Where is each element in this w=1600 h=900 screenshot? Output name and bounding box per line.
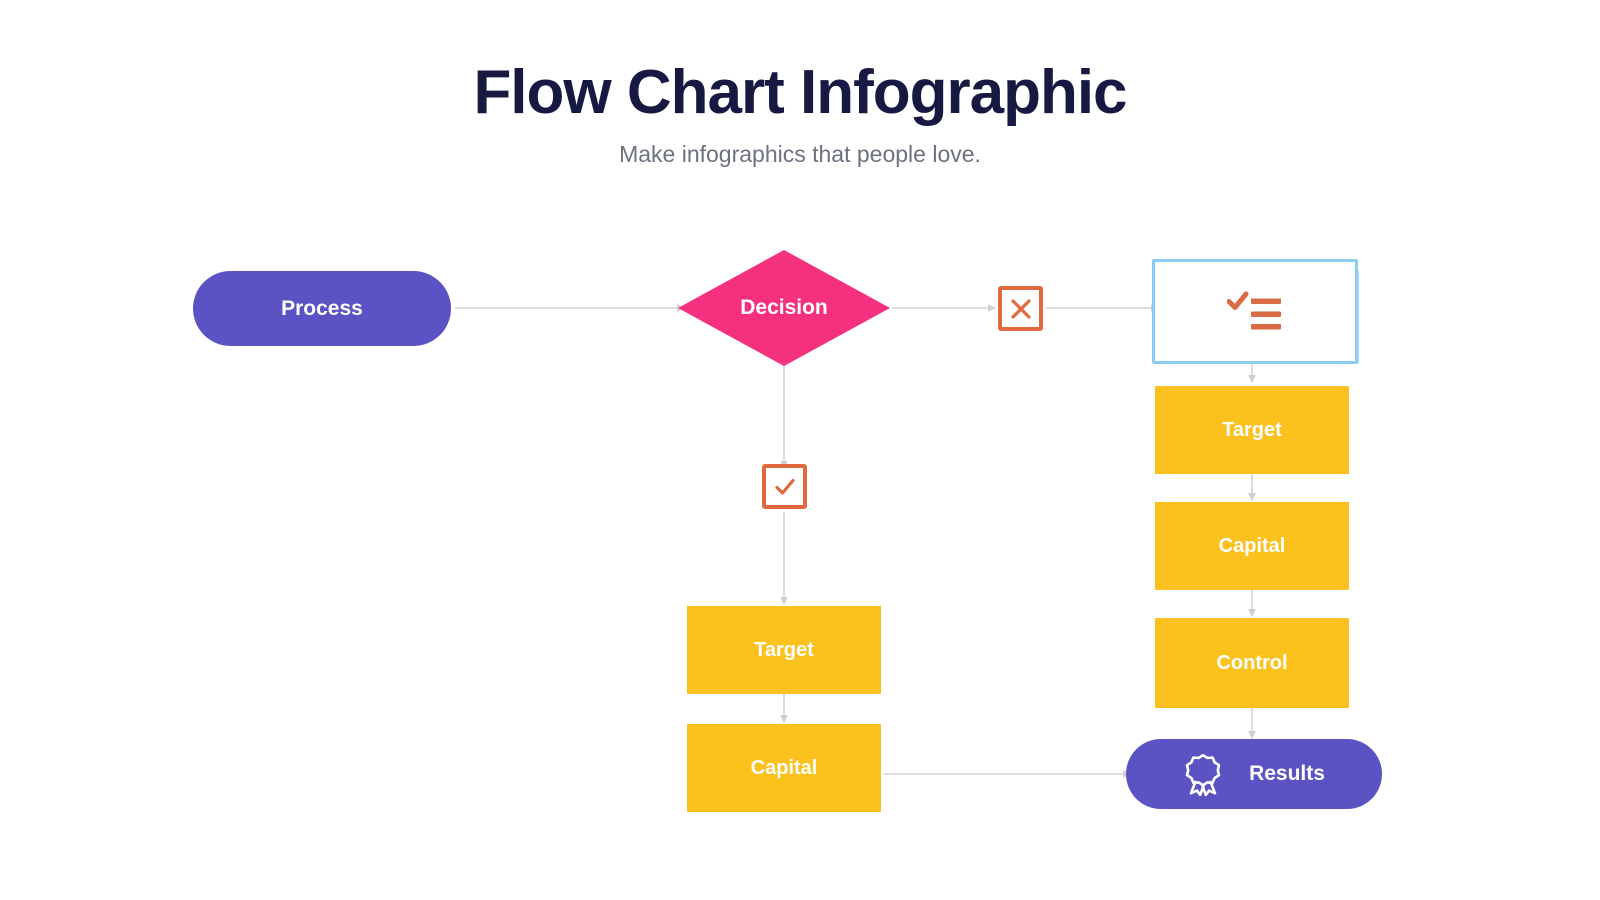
node-mid-target-label: Target — [754, 638, 814, 661]
node-decision[interactable]: Decision — [678, 250, 890, 366]
node-checklist-card[interactable] — [1152, 259, 1358, 364]
node-process-label: Process — [281, 296, 363, 320]
checklist-icon — [1227, 291, 1281, 329]
node-right-capital-label: Capital — [1218, 534, 1286, 557]
node-results[interactable]: Results — [1126, 739, 1382, 809]
check-icon — [774, 478, 795, 495]
node-right-target[interactable]: Target — [1155, 386, 1349, 474]
page-title: Flow Chart Infographic — [473, 58, 1127, 127]
node-decision-label: Decision — [740, 296, 828, 319]
node-mid-target[interactable]: Target — [687, 606, 881, 694]
gate-yes[interactable] — [762, 464, 807, 509]
node-mid-capital-label: Capital — [750, 756, 818, 779]
header: Flow Chart Infographic Make infographics… — [0, 60, 1600, 169]
node-right-capital[interactable]: Capital — [1155, 502, 1349, 590]
node-right-target-label: Target — [1222, 418, 1282, 441]
node-process[interactable]: Process — [193, 271, 451, 346]
x-icon — [1010, 298, 1031, 319]
node-results-label: Results — [1249, 762, 1325, 785]
page-subtitle: Make infographics that people love. — [619, 141, 981, 168]
gate-no[interactable] — [998, 286, 1043, 331]
award-icon — [1185, 753, 1221, 796]
node-mid-capital[interactable]: Capital — [687, 724, 881, 812]
node-right-control[interactable]: Control — [1155, 618, 1349, 708]
node-right-control-label: Control — [1216, 651, 1288, 674]
